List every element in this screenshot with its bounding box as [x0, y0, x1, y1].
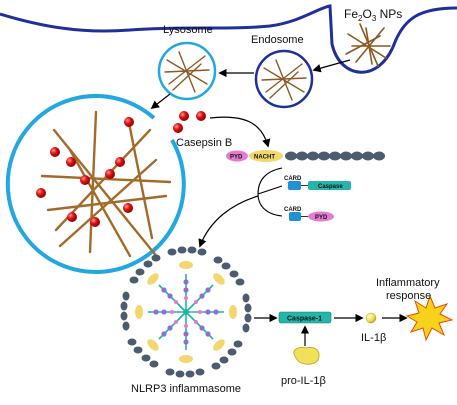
- nlrp3-pyd-domain: [226, 150, 248, 162]
- endosome-label: Endosome: [251, 34, 304, 46]
- fe-nps-label: Fe2O3 NPs: [344, 7, 402, 23]
- nlrp3-lrr-domain: [285, 151, 385, 161]
- asc-pyd-label: PYD: [315, 215, 328, 221]
- cathepsin-b-sphere-icon: [67, 212, 77, 222]
- fe-nps-label-tail: NPs: [376, 7, 402, 21]
- pro-il1b-icon: [293, 347, 320, 365]
- cathepsin-b-sphere-icon: [124, 117, 134, 127]
- il1b-icon: [365, 312, 377, 324]
- cathepsin-b-sphere-icon: [90, 217, 100, 227]
- il1b-label: IL-1β: [361, 332, 386, 344]
- card-bottom-domain: [289, 212, 301, 221]
- assembly-bracket: [257, 167, 283, 217]
- endosome-fibers-icon: [261, 59, 307, 101]
- fe-nps-label-sub2: 3: [372, 14, 377, 23]
- caspase-chain-label: Caspase: [318, 184, 343, 190]
- card-top-domain: [288, 181, 301, 190]
- nlrp3-inflammasome-label: NLRP3 inflammasome: [131, 383, 241, 395]
- caspase-chain-domain: [308, 181, 351, 190]
- cathepsin-b-spheres-released: [173, 111, 206, 133]
- inflammation-burst-icon: [405, 294, 454, 342]
- nlrp3-pyd-label: PYD: [230, 155, 243, 161]
- asc-pyd-domain: [308, 211, 334, 222]
- card-top-label: CARD: [284, 176, 302, 182]
- cathepsin-b-sphere-icon: [50, 147, 60, 157]
- fe-nps-label-main: Fe: [344, 7, 358, 21]
- card-bottom-label: CARD: [284, 207, 302, 213]
- cathepsin-b-sphere-icon: [36, 188, 46, 198]
- caspase1-label: Caspase-1: [287, 316, 322, 323]
- cathepsin-b-sphere-icon: [66, 157, 76, 167]
- lysosome-fibers-icon: [164, 51, 210, 93]
- assembly-bracket-mid: [257, 185, 283, 195]
- ruptured-lysosome: [5, 94, 186, 274]
- cathepsin-b-sphere-icon: [173, 123, 183, 133]
- arrow-cathepsin-to-nlrp3: [209, 116, 271, 148]
- cathepsin-b-sphere-icon: [80, 175, 90, 185]
- nlrp3-nacht-label: NACHT: [254, 155, 275, 161]
- nlrp3-nacht-domain: [249, 150, 283, 162]
- cathepsin-b-sphere-icon: [105, 169, 115, 179]
- arrow-components-to-inflammasome: [198, 195, 259, 248]
- casepsin-b-label: Casepsin B: [176, 137, 232, 149]
- ruptured-lysosome-fibers-icon: [40, 110, 172, 260]
- fe-nps-label-sub1: 2: [358, 14, 363, 23]
- cell-membrane: [0, 4, 457, 74]
- caspase1-box: [278, 311, 332, 324]
- pro-il1b-label: pro-IL-1β: [281, 375, 326, 387]
- lysosome-label: Lysosome: [163, 24, 213, 36]
- inflammatory-response-label-line1: Inflammatory: [376, 277, 440, 289]
- inflammatory-response-label-line2: response: [386, 290, 431, 302]
- cathepsin-b-sphere-icon: [123, 203, 133, 213]
- fe-nps-label-mid: O: [362, 7, 371, 21]
- nlrp3-inflammasome-complex: [120, 246, 252, 378]
- cathepsin-b-spheres-inside: [36, 117, 134, 227]
- nanoparticle-icon: [345, 23, 391, 67]
- arrow-nps-to-endosome: [312, 59, 351, 73]
- cathepsin-b-sphere-icon: [115, 157, 125, 167]
- cathepsin-b-sphere-icon: [196, 111, 206, 121]
- arrow-lysosome-to-ruptured: [150, 93, 171, 110]
- cathepsin-b-sphere-icon: [179, 111, 189, 121]
